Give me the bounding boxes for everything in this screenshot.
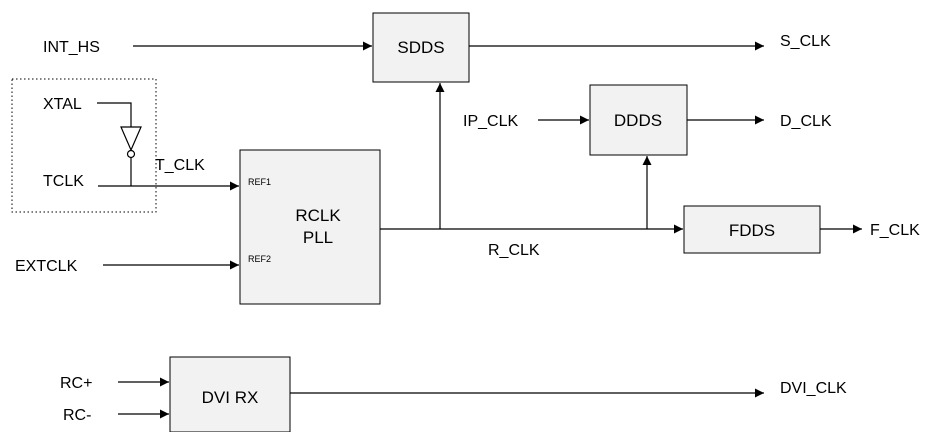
r-clk-label: R_CLK (488, 242, 540, 259)
pll-label: PLL (303, 228, 333, 247)
sdds-label: SDDS (397, 38, 444, 57)
ref1-label: REF1 (248, 177, 271, 187)
extclk-label: EXTCLK (15, 258, 78, 275)
rclk-label: RCLK (295, 206, 341, 225)
tclk-label: TCLK (43, 173, 84, 190)
fdds-label: FDDS (729, 221, 775, 240)
f-clk-label: F_CLK (870, 222, 920, 239)
rc-plus-label: RC+ (60, 375, 92, 392)
dvi-rx-label: DVI RX (202, 388, 259, 407)
buffer-icon (120, 126, 142, 152)
ddds-label: DDDS (614, 111, 662, 130)
int-hs-label: INT_HS (43, 39, 100, 56)
rc-minus-label: RC- (63, 407, 91, 424)
s-clk-label: S_CLK (780, 33, 831, 50)
inverter-bubble-icon (126, 149, 136, 159)
dvi-clk-label: DVI_CLK (780, 380, 847, 397)
xtal-wire (97, 102, 132, 127)
t-clk-label: T_CLK (155, 157, 205, 174)
ddds-block (589, 84, 688, 156)
d-clk-label: D_CLK (780, 113, 832, 130)
dvi-rx-block (169, 356, 291, 432)
ref2-label: REF2 (248, 254, 271, 264)
xtal-label: XTAL (43, 96, 82, 113)
ip-clk-label: IP_CLK (463, 113, 518, 130)
sdds-block (372, 12, 470, 83)
rclk-pll-block (239, 149, 381, 305)
crystal-group-box (11, 78, 157, 213)
fdds-block (683, 205, 821, 254)
